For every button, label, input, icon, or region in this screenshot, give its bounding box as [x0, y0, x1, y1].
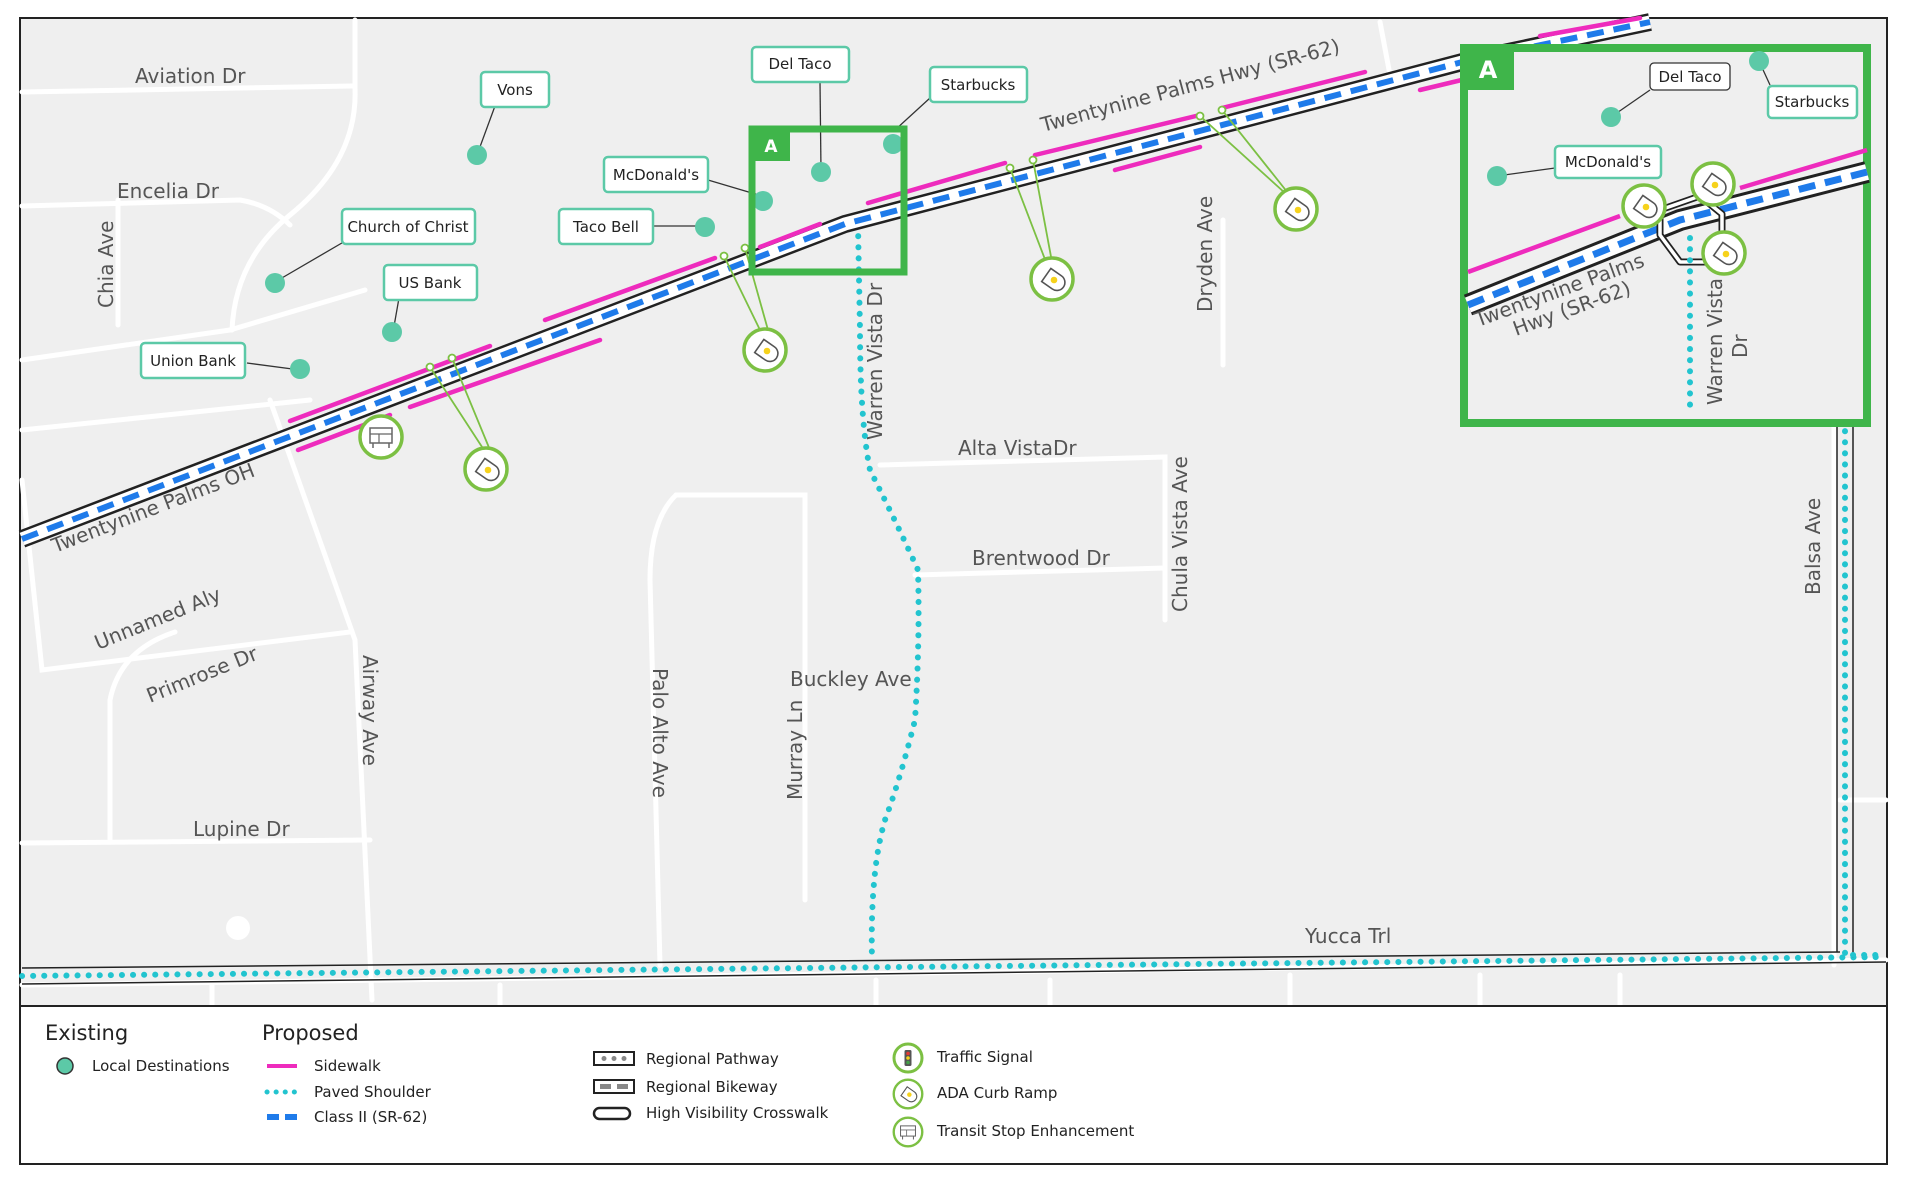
inset-warren-label-1: Warren Vista: [1703, 278, 1727, 405]
inset-warren-label-2: Dr: [1728, 334, 1752, 358]
legend-traffic-signal-icon: [892, 1042, 924, 1074]
legend-class2: Class II (SR-62): [314, 1108, 427, 1126]
palo-alto-ave-label: Palo Alto Ave: [648, 668, 672, 798]
destination-callouts: Vons Del Taco Starbucks McDonald's Taco …: [139, 45, 1029, 380]
del-taco-dot: [811, 162, 831, 182]
inset-curb-ramp-icon: [1690, 161, 1736, 207]
inset-mcdonalds-label: McDonald's: [1565, 153, 1651, 171]
church-label: Church of Christ: [347, 218, 468, 236]
alta-vista-dr-label: Alta VistaDr: [958, 436, 1077, 460]
legend-local-destinations: Local Destinations: [92, 1057, 230, 1075]
airway-ave-label: Airway Ave: [358, 655, 382, 766]
vons-label: Vons: [497, 81, 533, 99]
murray-ln-label: Murray Ln: [783, 700, 807, 800]
mcdonalds-dot: [753, 191, 773, 211]
lupine-dr-label: Lupine Dr: [193, 817, 290, 841]
transit-stop-icon: [358, 414, 404, 460]
legend-regional-pathway-swatch: [593, 1051, 635, 1066]
curb-ramp-icon: [1029, 256, 1075, 302]
legend-regional-bikeway: Regional Bikeway: [646, 1078, 778, 1096]
white-marker: [226, 916, 250, 940]
callout-mcdonalds: McDonald's: [602, 155, 710, 194]
chula-vista-ave-label: Chula Vista Ave: [1168, 456, 1192, 612]
taco-bell-label: Taco Bell: [572, 218, 639, 236]
callout-us-bank: US Bank: [382, 263, 479, 302]
legend-transit-stop: Transit Stop Enhancement: [936, 1122, 1134, 1140]
del-taco-label: Del Taco: [768, 55, 831, 73]
balsa-corridor: [1836, 417, 1889, 963]
union-bank-dot: [290, 359, 310, 379]
warren-paved-shoulder: [855, 222, 922, 963]
taco-bell-dot: [695, 217, 715, 237]
legend-curb-ramp-icon: [892, 1078, 924, 1110]
legend-crosswalk-swatch: [592, 1106, 632, 1121]
legend-traffic-signal: Traffic Signal: [936, 1048, 1033, 1066]
mcdonalds-label: McDonald's: [613, 166, 699, 184]
dryden-ave-label: Dryden Ave: [1193, 196, 1217, 312]
us-bank-dot: [382, 322, 402, 342]
inset-starbucks-dot: [1749, 51, 1769, 71]
legend-destination-swatch: [56, 1057, 74, 1075]
inset-del-taco-dot: [1601, 107, 1621, 127]
legend-regional-bikeway-swatch: [593, 1079, 635, 1094]
legend: Existing Local Destinations Proposed Sid…: [19, 1005, 1888, 1165]
legend-curb-ramp: ADA Curb Ramp: [937, 1084, 1057, 1102]
legend-paved-shoulder: Paved Shoulder: [314, 1083, 432, 1101]
legend-sidewalk: Sidewalk: [314, 1057, 381, 1075]
starbucks-label: Starbucks: [941, 76, 1016, 94]
callout-taco-bell: Taco Bell: [557, 207, 655, 246]
vons-dot: [467, 145, 487, 165]
legend-crosswalk: High Visibility Crosswalk: [646, 1104, 829, 1122]
curb-ramp-icon: [463, 446, 509, 492]
inset-curb-ramp-icon: [1701, 230, 1747, 276]
warren-vista-dr-label: Warren Vista Dr: [863, 282, 887, 440]
balsa-ave-label: Balsa Ave: [1801, 498, 1825, 595]
inset-curb-ramp-icon: [1621, 183, 1667, 229]
chia-ave-label: Chia Ave: [94, 221, 118, 308]
symbol-leaders: [425, 105, 1289, 451]
locator-letter: A: [764, 137, 778, 157]
brentwood-dr-label: Brentwood Dr: [972, 546, 1111, 570]
yucca-regional-pathway: [19, 951, 1889, 985]
inset-a: A Del Taco Starbucks McDonald's Twentyni…: [1460, 44, 1871, 427]
callout-union-bank: Union Bank: [139, 341, 247, 380]
callout-church: Church of Christ: [340, 207, 477, 246]
legend-transit-stop-icon: [892, 1116, 924, 1148]
us-bank-label: US Bank: [399, 274, 462, 292]
callout-vons: Vons: [479, 70, 551, 109]
curb-ramp-icon: [742, 327, 788, 373]
encelia-dr-label: Encelia Dr: [117, 179, 220, 203]
aviation-dr-label: Aviation Dr: [135, 64, 246, 88]
sidewalk-segments: [287, 15, 1643, 453]
starbucks-dot: [883, 134, 903, 154]
buckley-ave-label: Buckley Ave: [790, 667, 912, 691]
curb-ramp-icon: [1273, 186, 1319, 232]
yucca-trl-label: Yucca Trl: [1304, 924, 1391, 948]
inset-del-taco-label: Del Taco: [1658, 68, 1721, 86]
inset-mcdonalds-dot: [1487, 166, 1507, 186]
sr62-highway: [18, 13, 1652, 548]
union-bank-label: Union Bank: [150, 352, 236, 370]
inset-letter: A: [1479, 56, 1498, 84]
callout-del-taco: Del Taco: [750, 45, 851, 84]
destination-dots: [265, 134, 903, 379]
church-dot: [265, 273, 285, 293]
legend-regional-pathway: Regional Pathway: [646, 1050, 779, 1068]
legend-existing-title: Existing: [45, 1021, 128, 1045]
callout-starbucks: Starbucks: [928, 65, 1029, 104]
legend-proposed-title: Proposed: [262, 1021, 359, 1045]
inset-locator-box: A: [748, 125, 908, 276]
inset-starbucks-label: Starbucks: [1775, 93, 1850, 111]
